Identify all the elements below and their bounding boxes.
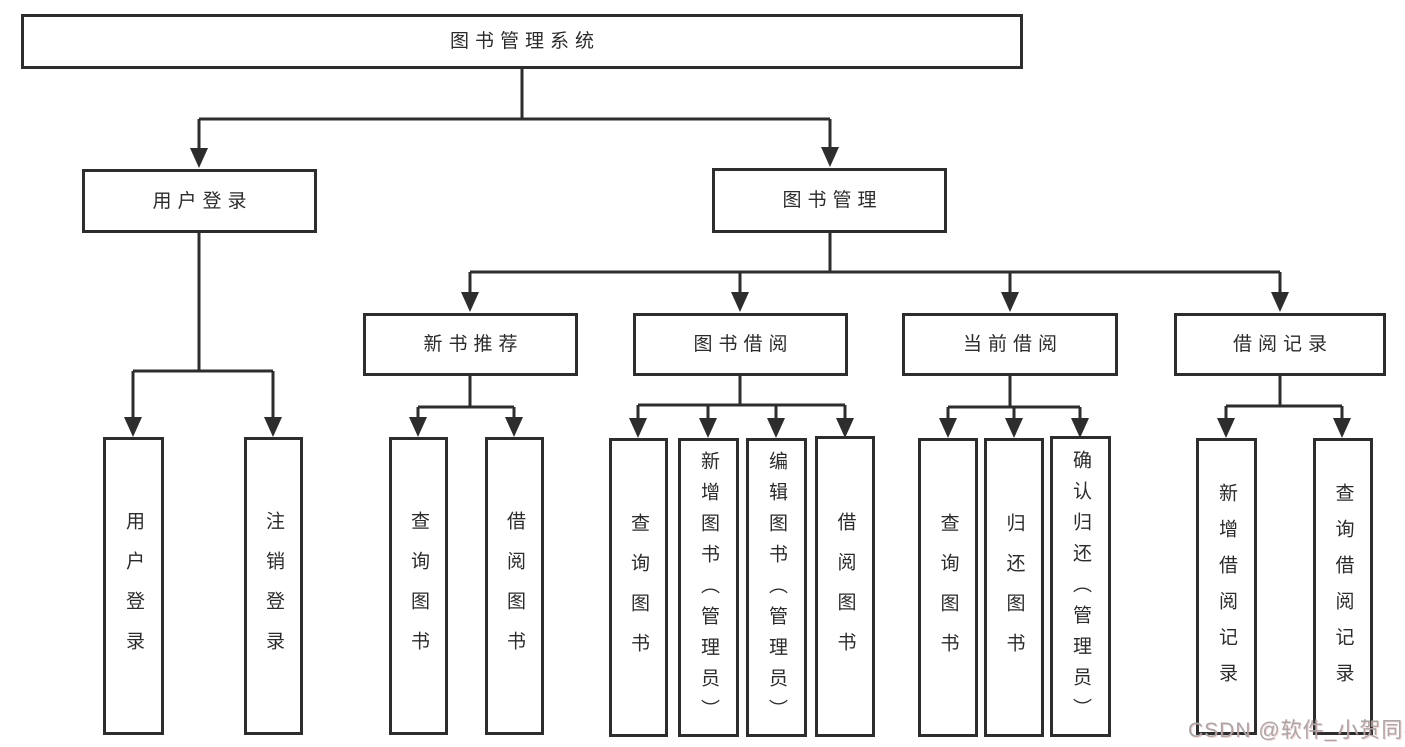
leaf-label: 查询图书 (937, 512, 959, 673)
arrow-down-icon (699, 418, 717, 438)
node-label: 图书管理 (782, 190, 883, 211)
leaf-borrow-borrow-books: 借阅图书 (815, 436, 875, 737)
leaf-current-query-books: 查询图书 (918, 438, 978, 737)
arrowheads (124, 147, 1351, 438)
leaf-borrow-add-books-admin: 新增图书（管理员） (678, 438, 739, 737)
arrow-down-icon (821, 147, 839, 167)
leaf-label: 归还图书 (1003, 512, 1025, 673)
arrow-down-icon (939, 418, 957, 438)
arrow-down-icon (629, 418, 647, 438)
leaf-user-login: 用户登录 (103, 437, 164, 735)
arrow-down-icon (505, 417, 523, 437)
node-label: 用户登录 (152, 190, 253, 212)
arrow-down-icon (1271, 292, 1289, 312)
leaf-label: 借阅图书 (504, 511, 525, 671)
node-new-book-recommend: 新书推荐 (363, 313, 578, 376)
leaf-label: 编辑图书（管理员） (766, 451, 787, 730)
arrow-down-icon (264, 417, 282, 437)
leaf-records-add-record: 新增借阅记录 (1196, 438, 1257, 735)
csdn-watermark: CSDN @软件_小贺同学 (1188, 719, 1405, 742)
node-label: 图书借阅 (693, 334, 794, 355)
leaf-label: 查询图书 (628, 512, 649, 673)
leaf-label: 新增图书（管理员） (698, 451, 719, 730)
leaf-borrow-edit-books-admin: 编辑图书（管理员） (746, 438, 807, 737)
arrow-down-icon (1333, 418, 1351, 438)
leaf-label: 新增借阅记录 (1216, 482, 1237, 699)
leaf-label: 查询借阅记录 (1332, 482, 1354, 699)
leaf-label: 借阅图书 (834, 511, 856, 672)
arrow-down-icon (1005, 418, 1023, 438)
leaf-current-return-books: 归还图书 (984, 438, 1044, 737)
arrow-down-icon (1217, 418, 1235, 438)
node-user-login: 用户登录 (82, 169, 317, 233)
leaf-label: 用户登录 (123, 511, 144, 671)
node-borrow-records: 借阅记录 (1174, 313, 1386, 376)
node-book-borrow: 图书借阅 (633, 313, 848, 376)
leaf-borrow-query-books: 查询图书 (609, 438, 668, 737)
arrow-down-icon (836, 418, 854, 438)
node-current-borrow: 当前借阅 (902, 313, 1118, 376)
arrow-down-icon (767, 418, 785, 438)
arrow-down-icon (731, 292, 749, 312)
leaf-label: 注销登录 (263, 511, 284, 671)
arrow-down-icon (124, 417, 142, 437)
leaf-recommend-query-books: 查询图书 (389, 437, 448, 735)
node-book-management: 图书管理 (712, 168, 947, 233)
leaf-recommend-borrow-books: 借阅图书 (485, 437, 544, 735)
leaf-current-confirm-return-admin: 确认归还（管理员） (1050, 436, 1111, 737)
leaf-records-query-record: 查询借阅记录 (1313, 438, 1373, 735)
leaf-label: 查询图书 (408, 511, 429, 671)
arrow-down-icon (461, 292, 479, 312)
node-label: 借阅记录 (1232, 334, 1333, 355)
arrow-down-icon (190, 148, 208, 168)
arrow-down-icon (1071, 418, 1089, 438)
arrow-down-icon (1001, 292, 1019, 312)
leaf-logout: 注销登录 (244, 437, 303, 735)
leaf-label: 确认归还（管理员） (1070, 450, 1091, 729)
node-label: 图书管理系统 (449, 31, 600, 52)
node-label: 新书推荐 (423, 334, 524, 355)
connector-paths (131, 69, 1344, 426)
node-label: 当前借阅 (962, 334, 1063, 355)
node-library-management-system: 图书管理系统 (21, 14, 1023, 69)
arrow-down-icon (409, 417, 427, 437)
